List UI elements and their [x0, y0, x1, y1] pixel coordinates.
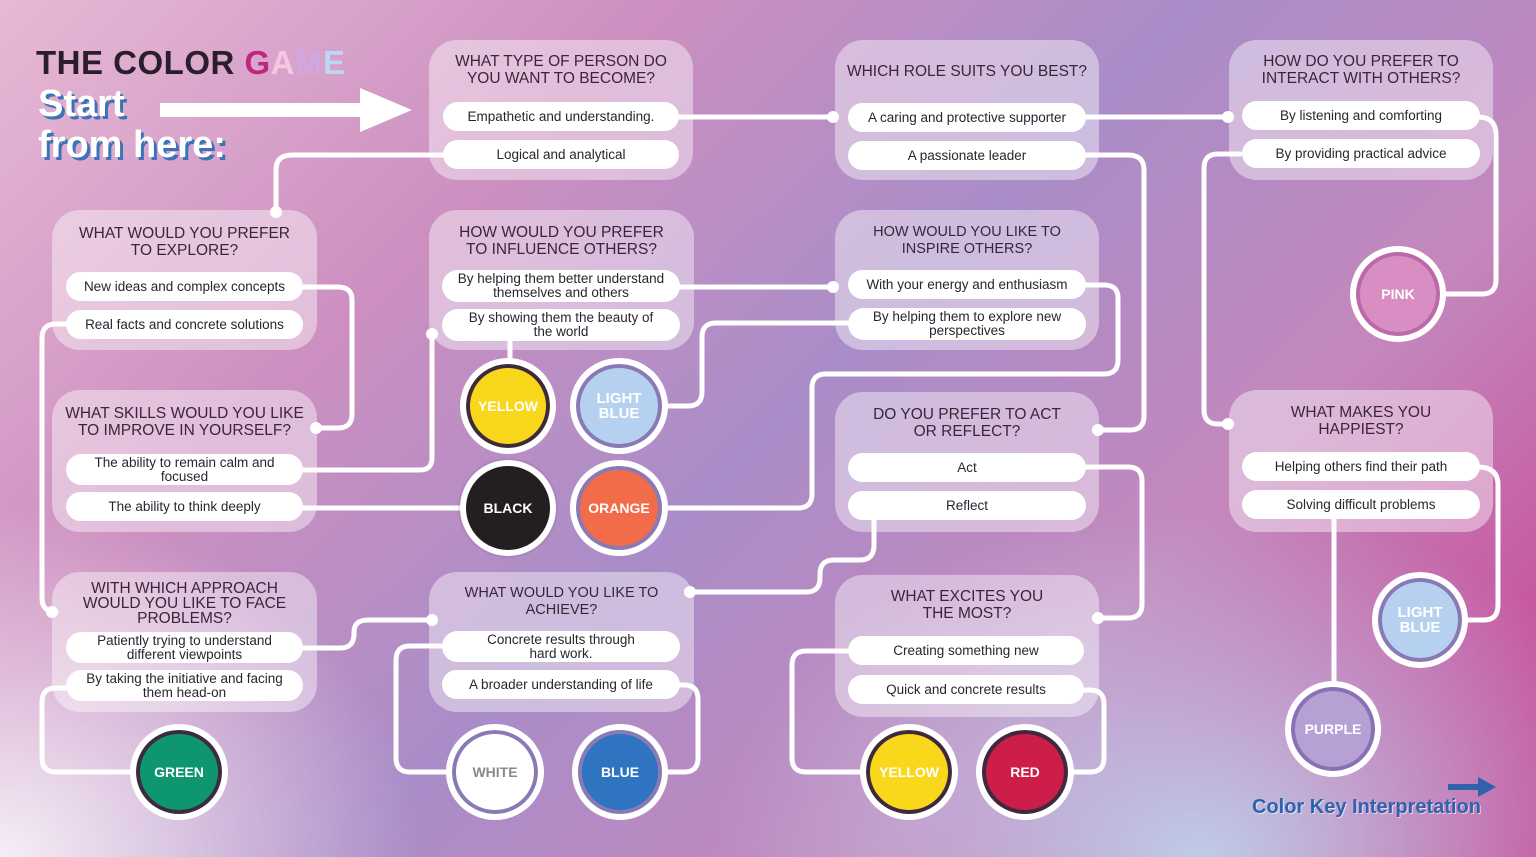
option-think-deeply[interactable]: The ability to think deeply	[66, 492, 303, 521]
result-red[interactable]: RED	[976, 724, 1074, 820]
result-purple[interactable]: PURPLE	[1285, 681, 1381, 777]
option-quick-results[interactable]: Quick and concrete results	[848, 675, 1084, 704]
question-card-happiest: WHAT MAKES YOU HAPPIEST? Helping others …	[1229, 390, 1493, 532]
option-practical-advice[interactable]: By providing practical advice	[1242, 139, 1480, 168]
question-card-interact: HOW DO YOU PREFER TO INTERACT WITH OTHER…	[1229, 40, 1493, 180]
question-card-achieve: WHAT WOULD YOU LIKE TO ACHIEVE? Concrete…	[429, 572, 694, 712]
option-take-initiative[interactable]: By taking the initiative and facing them…	[66, 670, 303, 701]
result-yellow-2[interactable]: YELLOW	[860, 724, 958, 820]
result-green[interactable]: GREEN	[130, 724, 228, 820]
question-title: HOW WOULD YOU LIKE TO INSPIRE OTHERS?	[873, 224, 1061, 257]
arrow-right-icon	[1448, 777, 1496, 797]
option-concrete-results[interactable]: Concrete results through hard work.	[442, 631, 680, 662]
question-card-excites: WHAT EXCITES YOU THE MOST? Creating some…	[835, 575, 1099, 717]
result-light-blue[interactable]: LIGHT BLUE	[570, 358, 668, 454]
option-energy[interactable]: With your energy and enthusiasm	[848, 270, 1086, 299]
option-calm-focused[interactable]: The ability to remain calm and focused	[66, 454, 303, 485]
option-logical[interactable]: Logical and analytical	[443, 140, 679, 169]
option-new-perspectives[interactable]: By helping them to explore new perspecti…	[848, 308, 1086, 340]
question-title: WHAT WOULD YOU PREFER TO EXPLORE?	[79, 225, 290, 259]
option-passionate-leader[interactable]: A passionate leader	[848, 141, 1086, 170]
question-title: WITH WHICH APPROACH WOULD YOU LIKE TO FA…	[82, 580, 287, 627]
option-solving-problems[interactable]: Solving difficult problems	[1242, 490, 1480, 519]
option-real-facts[interactable]: Real facts and concrete solutions	[66, 310, 303, 339]
question-title: HOW DO YOU PREFER TO INTERACT WITH OTHER…	[1261, 53, 1461, 87]
question-card-inspire: HOW WOULD YOU LIKE TO INSPIRE OTHERS? Wi…	[835, 210, 1099, 350]
option-reflect[interactable]: Reflect	[848, 491, 1086, 520]
start-arrow-icon	[160, 88, 412, 132]
question-card-influence: HOW WOULD YOU PREFER TO INFLUENCE OTHERS…	[429, 210, 694, 350]
page-title: THE COLOR GAME	[36, 44, 346, 81]
result-blue[interactable]: BLUE	[572, 724, 668, 820]
question-title: WHAT SKILLS WOULD YOU LIKE TO IMPROVE IN…	[65, 405, 304, 439]
option-helping-understand[interactable]: By helping them better understand themse…	[442, 270, 680, 302]
result-white[interactable]: WHITE	[446, 724, 544, 820]
question-title: WHAT EXCITES YOU THE MOST?	[890, 588, 1044, 622]
option-broader-understanding[interactable]: A broader understanding of life	[442, 670, 680, 699]
option-creating-new[interactable]: Creating something new	[848, 636, 1084, 665]
question-card-explore: WHAT WOULD YOU PREFER TO EXPLORE? New id…	[52, 210, 317, 350]
question-title: WHAT WOULD YOU LIKE TO ACHIEVE?	[464, 585, 659, 618]
question-title: WHAT MAKES YOU HAPPIEST?	[1290, 404, 1432, 438]
option-new-ideas[interactable]: New ideas and complex concepts	[66, 272, 303, 301]
question-card-person: WHAT TYPE OF PERSON DO YOU WANT TO BECOM…	[429, 40, 693, 180]
question-card-act-reflect: DO YOU PREFER TO ACT OR REFLECT? Act Ref…	[835, 392, 1099, 532]
question-title: DO YOU PREFER TO ACT OR REFLECT?	[873, 406, 1061, 440]
question-title: WHICH ROLE SUITS YOU BEST?	[846, 63, 1087, 80]
option-helping-others[interactable]: Helping others find their path	[1242, 452, 1480, 481]
question-card-approach: WITH WHICH APPROACH WOULD YOU LIKE TO FA…	[52, 572, 317, 712]
result-orange[interactable]: ORANGE	[570, 460, 668, 556]
option-beauty-of-world[interactable]: By showing them the beauty of the world	[442, 309, 680, 341]
question-card-role: WHICH ROLE SUITS YOU BEST? A caring and …	[835, 40, 1099, 180]
color-key-link[interactable]: Color Key Interpretation	[1252, 796, 1481, 818]
option-patiently-understand[interactable]: Patiently trying to understand different…	[66, 632, 303, 663]
option-caring-supporter[interactable]: A caring and protective supporter	[848, 103, 1086, 132]
option-listening[interactable]: By listening and comforting	[1242, 101, 1480, 130]
question-card-skills: WHAT SKILLS WOULD YOU LIKE TO IMPROVE IN…	[52, 390, 317, 532]
option-act[interactable]: Act	[848, 453, 1086, 482]
result-yellow[interactable]: YELLOW	[460, 358, 556, 454]
option-empathetic[interactable]: Empathetic and understanding.	[443, 102, 679, 131]
result-pink[interactable]: PINK	[1350, 246, 1446, 342]
result-light-blue-2[interactable]: LIGHT BLUE	[1372, 572, 1468, 668]
result-black[interactable]: BLACK	[460, 460, 556, 556]
question-title: HOW WOULD YOU PREFER TO INFLUENCE OTHERS…	[459, 224, 664, 258]
question-title: WHAT TYPE OF PERSON DO YOU WANT TO BECOM…	[455, 53, 667, 87]
